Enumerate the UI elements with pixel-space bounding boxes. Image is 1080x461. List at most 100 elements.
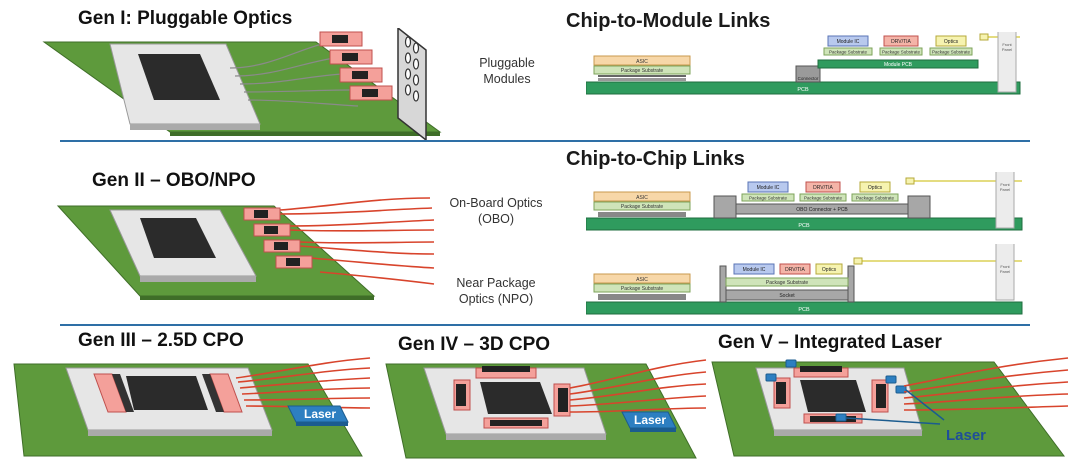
gen3-title: Gen III – 2.5D CPO	[78, 330, 244, 351]
gen3-illustration: Laser	[13, 357, 371, 457]
npo-front-panel-label-1: Front	[1000, 264, 1010, 269]
npo-label-line2: Optics (NPO)	[458, 291, 534, 306]
section-divider-2	[60, 324, 1030, 326]
npo-optics	[815, 263, 843, 275]
obo-drv-tia-label: DRV/TIA	[813, 185, 833, 191]
pluggable-modules-label-line1: Pluggable	[479, 56, 535, 70]
npo-front-panel-label-2: Panel	[1000, 269, 1010, 274]
npo-label: Near Package Optics (NPO)	[440, 276, 552, 307]
ctm-optics-label: Optics	[944, 39, 959, 45]
ctm-connector-label: Connector	[798, 76, 819, 81]
obo-front-panel-label-2: Panel	[1000, 187, 1010, 192]
gen4-fibers	[569, 359, 707, 413]
gen4-laser: Laser	[621, 411, 677, 432]
ctm-module-ic	[827, 35, 869, 47]
npo-optics-label: Optics	[822, 267, 837, 273]
npo-asic	[593, 273, 691, 284]
gen3-laser: Laser	[287, 405, 349, 426]
obo-pcb	[586, 217, 1023, 231]
obo-optics-substrate-label: Package Substrate	[856, 196, 895, 201]
ctm-package-substrate	[593, 65, 691, 75]
gen5-fibers	[903, 357, 1069, 411]
gen5-illustration: Laser	[711, 357, 1069, 457]
ctm-module-ic-substrate-label: Package Substrate	[829, 50, 868, 55]
gen4-title: Gen IV – 3D CPO	[398, 334, 551, 355]
obo-asic	[593, 191, 691, 202]
gen4-laser-label: Laser	[634, 413, 666, 427]
obo-drv-tia	[805, 181, 841, 193]
gen2-illustration	[56, 197, 435, 300]
gen1-title: Gen I: Pluggable Optics	[78, 8, 293, 29]
npo-module-substrate-label: Package Substrate	[766, 280, 808, 286]
npo-socket-label: Socket	[779, 293, 795, 299]
gen4-asic-chip	[480, 382, 552, 414]
npo-socket	[725, 289, 849, 301]
npo-drv-tia	[779, 263, 811, 275]
gen2-asic-chip	[140, 218, 216, 258]
obo-module-ic-label: Module IC	[757, 185, 780, 191]
chip-to-module-title: Chip-to-Module Links	[566, 10, 771, 32]
gen3-asic-chip	[126, 376, 208, 410]
chip-to-module-cross-section: PCB Package Substrate ASIC Connector Mod…	[586, 32, 1021, 95]
gen3-laser-label: Laser	[304, 407, 336, 421]
obo-front-panel-label-1: Front	[1000, 182, 1010, 187]
ctm-connector	[795, 65, 821, 83]
ctm-asic	[593, 55, 691, 66]
ctm-package-substrate-label: Package Substrate	[621, 68, 663, 74]
gen1-illustration	[42, 28, 442, 140]
gen5-laser-pointers	[845, 389, 945, 425]
gen5-title: Gen V – Integrated Laser	[718, 332, 942, 353]
obo-module-ic	[747, 181, 789, 193]
obo-connector-pcb-label: OBO Connector + PCB	[796, 207, 848, 213]
chip-to-chip-title: Chip-to-Chip Links	[566, 148, 745, 170]
ctm-optics	[935, 35, 967, 47]
obo-optics-label: Optics	[868, 185, 883, 191]
npo-drv-tia-label: DRV/TIA	[785, 267, 805, 273]
obo-connector-pcb	[735, 203, 909, 215]
obo-drv-substrate-label: Package Substrate	[804, 196, 843, 201]
npo-module-ic-label: Module IC	[743, 267, 766, 273]
obo-optics	[859, 181, 891, 193]
ctm-front-panel-label-2: Panel	[1002, 47, 1012, 52]
gen1-pluggable-modules	[319, 31, 393, 101]
ctm-module-pcb-label: Module PCB	[884, 62, 913, 68]
npo-package-substrate-label: Package Substrate	[621, 286, 663, 292]
gen5-integrated-lasers	[765, 359, 907, 422]
npo-pcb	[586, 301, 1023, 315]
npo-label-line1: Near Package	[456, 276, 536, 290]
ctm-front-panel	[997, 32, 1017, 93]
ctm-drv-tia-label: DRV/TIA	[891, 39, 911, 45]
npo-asic-label: ASIC	[636, 277, 648, 283]
obo-front-panel	[995, 172, 1015, 229]
ctm-pcb-label: PCB	[797, 87, 809, 93]
ctm-front-panel-label-1: Front	[1002, 42, 1012, 47]
ctm-drv-substrate-label: Package Substrate	[882, 50, 921, 55]
gen4-illustration: Laser	[385, 359, 707, 459]
ctm-optics-substrate-label: Package Substrate	[932, 50, 971, 55]
gen2-title: Gen II – OBO/NPO	[92, 170, 256, 191]
obo-cross-section: PCB Package Substrate ASIC OBO Connector…	[586, 172, 1023, 231]
gen1-asic-chip	[138, 54, 220, 100]
pluggable-modules-label: Pluggable Modules	[462, 56, 552, 87]
gen5-asic-chip	[800, 380, 866, 412]
obo-asic-label: ASIC	[636, 195, 648, 201]
gen5-laser-label: Laser	[946, 427, 986, 444]
npo-cross-section: PCB Package Substrate ASIC Socket Packag…	[586, 244, 1023, 315]
npo-front-panel	[995, 244, 1015, 301]
obo-package-substrate-label: Package Substrate	[621, 204, 663, 210]
obo-label-line1: On-Board Optics	[449, 196, 543, 210]
ctm-module-ic-label: Module IC	[837, 39, 860, 45]
obo-label-line2: (OBO)	[477, 211, 515, 226]
ctm-asic-label: ASIC	[636, 59, 648, 65]
gen2-fibers	[279, 197, 435, 285]
ctm-module-pcb	[817, 59, 979, 69]
npo-pcb-label: PCB	[798, 307, 810, 313]
obo-pcb-label: PCB	[798, 223, 810, 229]
obo-label: On-Board Optics (OBO)	[436, 196, 556, 227]
gen4-3d-optical-engines	[453, 366, 571, 429]
gen5-optical-engines	[773, 366, 889, 424]
gen2-optical-engines	[243, 207, 313, 269]
pluggable-modules-label-line2: Modules	[483, 71, 531, 86]
gen3-fibers	[235, 357, 371, 409]
npo-module-ic	[733, 263, 775, 275]
